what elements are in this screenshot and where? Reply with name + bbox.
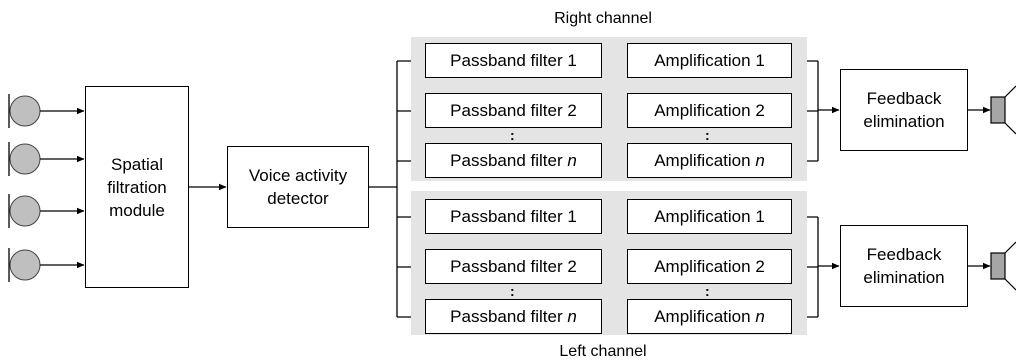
- ellipsis-filter-left: :: [510, 283, 515, 299]
- passband-filter-n-left: Passband filter n: [425, 299, 602, 334]
- filter-index: n: [567, 307, 577, 326]
- microphone-icon: [9, 143, 41, 175]
- speaker-icon: [990, 252, 1006, 280]
- voice-activity-detector: Voice activity detector: [227, 146, 369, 228]
- amp-label: Amplification: [654, 151, 756, 170]
- feedback-elimination-left: Feedback elimination: [840, 225, 968, 307]
- left-channel-label: Left channel: [559, 343, 647, 360]
- speaker-icon: [990, 96, 1006, 124]
- amp-index: n: [755, 151, 765, 170]
- amp-label: Amplification: [654, 307, 756, 326]
- amplification-2-right: Amplification 2: [627, 93, 792, 128]
- passband-filter-2-right: Passband filter 2: [425, 93, 602, 128]
- passband-filter-2-left: Passband filter 2: [425, 249, 602, 284]
- microphone-icon: [9, 249, 41, 281]
- amplification-n-right: Amplification n: [627, 143, 792, 178]
- spatial-filtration-module: Spatial filtration module: [85, 86, 189, 288]
- amp-index: n: [755, 307, 765, 326]
- speaker-cone-icon: [1004, 85, 1016, 135]
- ellipsis-amp-right: :: [705, 127, 710, 143]
- filter-label: Passband filter: [450, 151, 568, 170]
- feedback-elimination-right: Feedback elimination: [840, 69, 968, 151]
- speaker-cone-icon: [1004, 241, 1016, 291]
- amplification-1-left: Amplification 1: [627, 199, 792, 234]
- filter-label: Passband filter: [450, 307, 568, 326]
- ellipsis-filter-right: :: [510, 127, 515, 143]
- passband-filter-1-right: Passband filter 1: [425, 43, 602, 78]
- amplification-2-left: Amplification 2: [627, 249, 792, 284]
- passband-filter-n-right: Passband filter n: [425, 143, 602, 178]
- filter-index: n: [567, 151, 577, 170]
- microphone-icon: [9, 95, 41, 127]
- right-channel-label: Right channel: [554, 10, 652, 27]
- ellipsis-amp-left: :: [705, 283, 710, 299]
- microphone-icon: [9, 195, 41, 227]
- amplification-1-right: Amplification 1: [627, 43, 792, 78]
- passband-filter-1-left: Passband filter 1: [425, 199, 602, 234]
- amplification-n-left: Amplification n: [627, 299, 792, 334]
